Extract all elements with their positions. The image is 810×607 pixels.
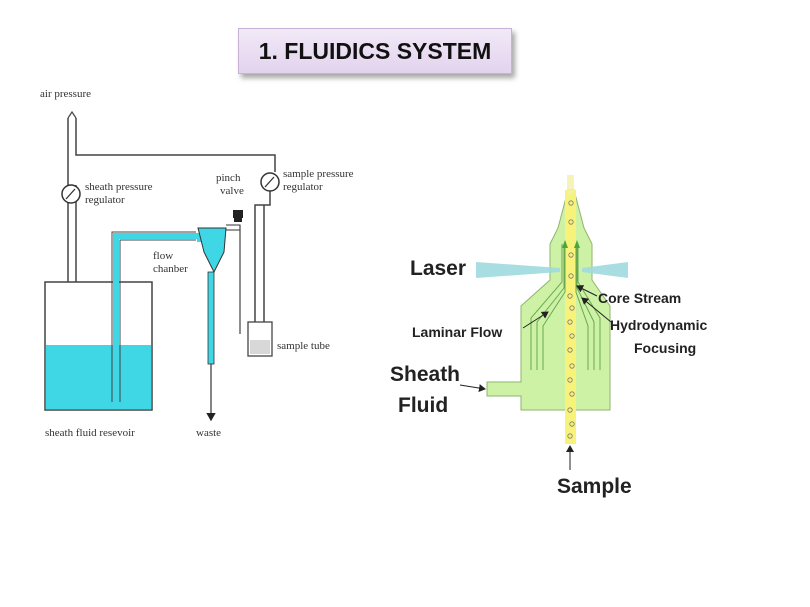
title-box: 1. FLUIDICS SYSTEM [238,28,512,74]
sample-core-stream [565,190,576,444]
sheath-fluid-label-1: Sheath [390,363,460,386]
waste-label: waste [196,427,221,439]
right-hydrodynamic-focusing: Laser Core Stream Hydrodynamic Focusing … [390,175,707,498]
sample-regulator-label-2: regulator [283,181,323,193]
flow-chamber-label-2: chanber [153,263,188,275]
sample-label: Sample [557,475,632,498]
pinch-valve-label-1: pinch [216,172,241,184]
hydrodynamic-label-1: Hydrodynamic [610,317,707,333]
laser-label: Laser [410,257,466,280]
hydrodynamic-label-2: Focusing [634,340,696,356]
air-pipe-right [75,118,276,172]
sheath-fluid-label-2: Fluid [398,394,448,417]
pinch-valve-label-2: valve [220,185,244,197]
left-fluidics-schematic: air pressure sheath pressure regulator s… [40,88,354,439]
flow-cell-chamber [486,189,611,411]
sample-tube-label: sample tube [277,340,330,352]
flow-chamber [197,227,227,274]
laminar-flow-label: Laminar Flow [412,324,502,340]
core-stream-label: Core Stream [598,290,681,306]
reservoir-fluid [46,345,151,409]
air-pressure-label: air pressure [40,88,91,100]
sample-regulator-label-1: sample pressure [283,168,354,180]
laser-beam-right [582,262,628,278]
sheath-regulator-label-2: regulator [85,194,125,206]
sheath-tube [113,233,203,402]
flow-chamber-label-1: flow [153,250,173,262]
reservoir-label: sheath fluid resevoir [45,427,135,439]
page-title: 1. FLUIDICS SYSTEM [258,37,492,64]
sheath-regulator-label-1: sheath pressure [85,181,153,193]
laser-beam-left [476,262,560,278]
sample-cells [567,200,575,439]
pinch-valve-icon [233,210,243,218]
